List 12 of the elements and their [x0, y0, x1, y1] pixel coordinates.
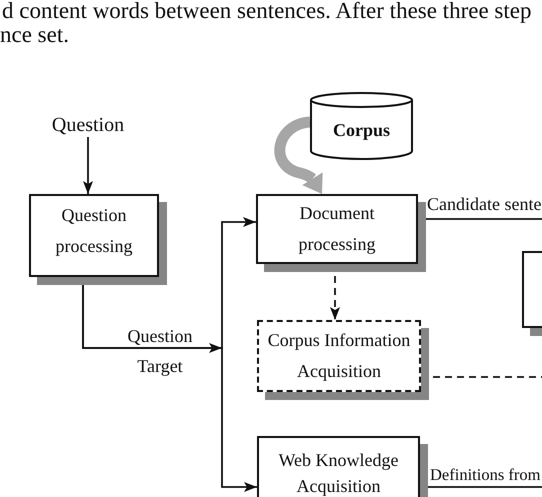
process-label: Web Knowledge Acquisition	[277, 449, 400, 497]
edge-label: Question Target	[126, 325, 194, 378]
input-label: Question	[46, 113, 130, 137]
body-text: nce set.	[0, 24, 69, 46]
edge-label: Candidate sente	[427, 193, 542, 215]
process-label: Question processing	[54, 204, 134, 258]
arrow	[83, 137, 93, 194]
body-text: d content words between sentences. After these three step	[2, 0, 532, 22]
database-label: Corpus	[332, 119, 390, 141]
process-label: Corpus Information Acquisition	[266, 329, 412, 383]
process-label: Document processing	[298, 202, 376, 256]
edge-label: Definitions from	[430, 465, 540, 485]
